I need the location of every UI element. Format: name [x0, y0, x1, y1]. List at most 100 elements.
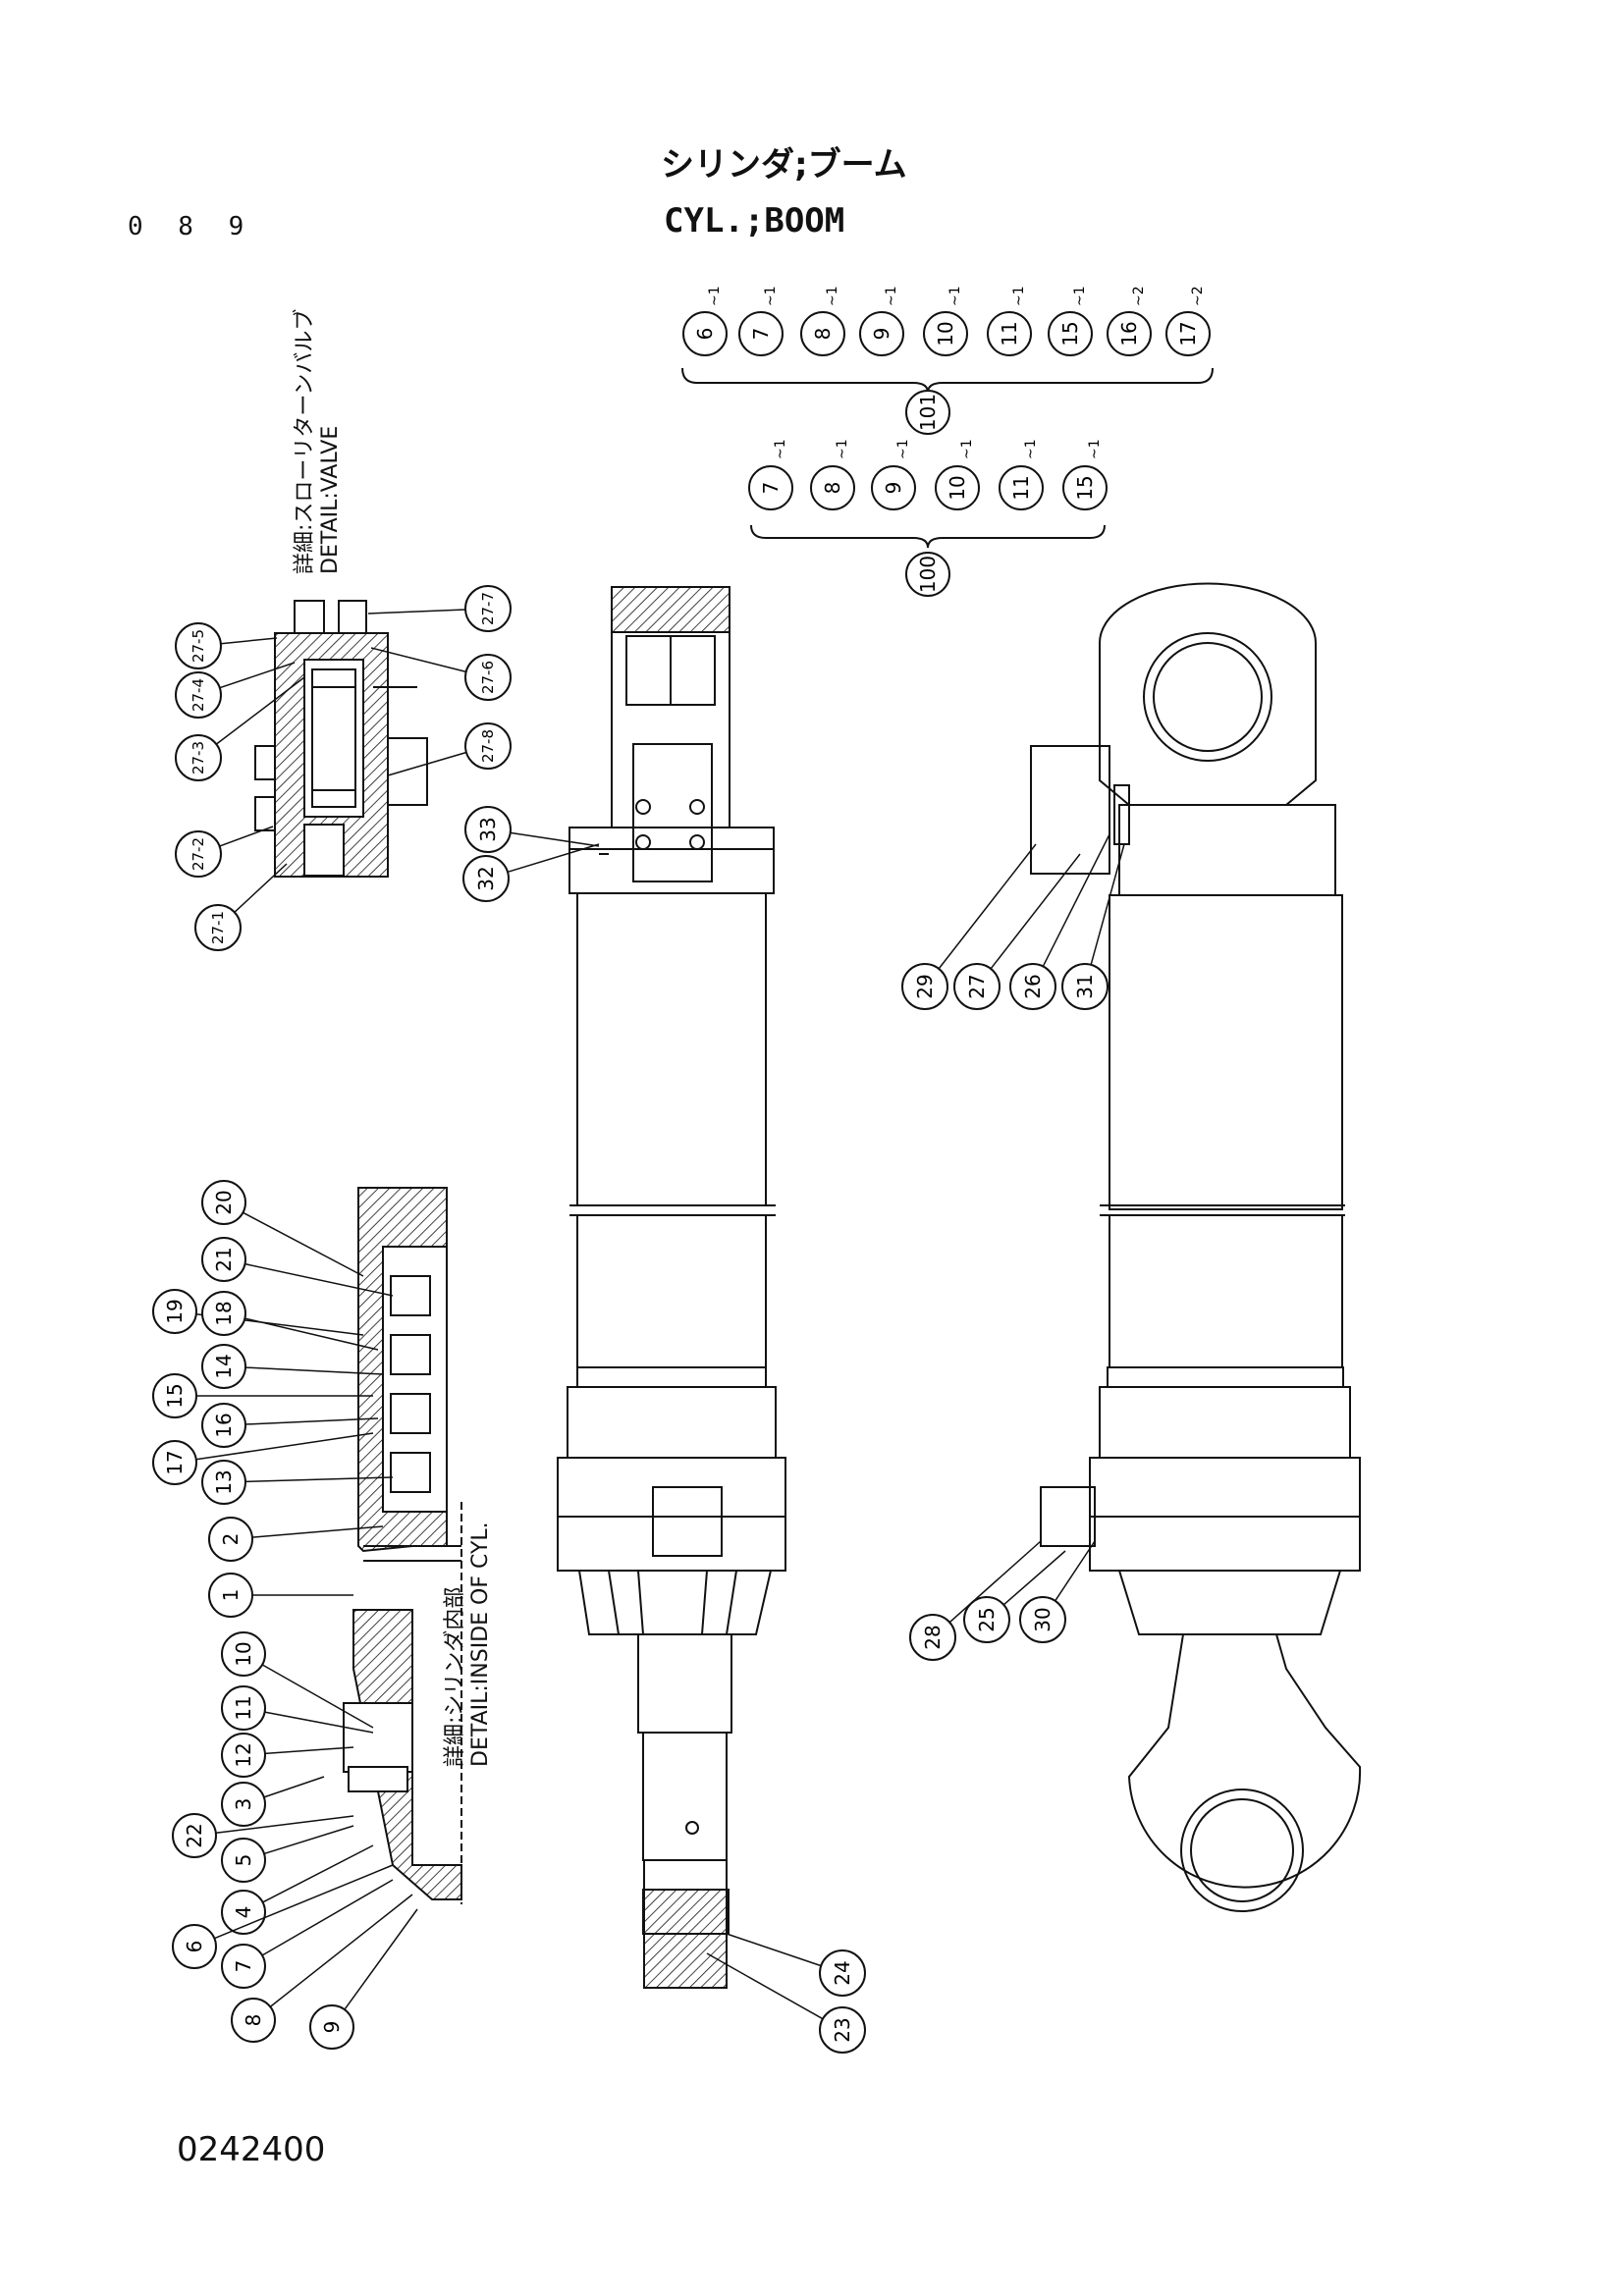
- kit100-item-10: 10: [935, 465, 980, 510]
- kit101-item-10-label: 10: [934, 321, 957, 346]
- side-callout-29-leader: [938, 843, 1037, 970]
- main-callout-23: 23: [706, 1952, 866, 2054]
- kit101-item-sup: ~1: [1011, 286, 1027, 306]
- inside-callout-19: 19: [152, 1289, 364, 1336]
- kit101-item-8-label: 8: [811, 328, 835, 341]
- valve-callout-27-5-label: 27-5: [189, 629, 207, 663]
- kit101-item-9-label: 9: [870, 328, 893, 341]
- kit100-item-11-label: 11: [1009, 475, 1033, 500]
- kit101-item-15: 15: [1048, 311, 1093, 356]
- detail-valve-label: 詳細:スローリターンバルブ DETAIL:VALVE: [293, 309, 343, 574]
- inside-callout-22-label: 22: [183, 1823, 206, 1847]
- side-callout-25: 25: [963, 1550, 1066, 1643]
- inside-callout-13-label: 13: [212, 1469, 236, 1494]
- kit100-item-9: 9: [871, 465, 916, 510]
- kit100-item-9-label: 9: [882, 482, 905, 495]
- kit101-item-11-label: 11: [998, 321, 1021, 346]
- detail-cylinder-label: 詳細:シリンダ内部 DETAIL:INSIDE OF CYL.: [443, 1522, 493, 1767]
- inside-callout-1-label: 1: [219, 1589, 243, 1602]
- valve-callout-27-4-leader: [219, 662, 296, 689]
- kit-bubbles: 6~17~18~19~110~111~115~116~217~21017~18~…: [681, 286, 1214, 597]
- inside-callout-22: 22: [172, 1813, 354, 1858]
- title-japanese: シリンダ;ブーム: [661, 145, 907, 185]
- inside-callout-5-label: 5: [232, 1854, 255, 1867]
- valve-callout-27-8-label: 27-8: [479, 729, 497, 763]
- page-number: 0 8 9: [128, 212, 254, 241]
- inside-callout-18-label: 18: [212, 1301, 236, 1325]
- kit100-item-15-label: 15: [1073, 475, 1097, 500]
- inside-callout-5: 5: [221, 1825, 354, 1883]
- kit100-label: 100: [905, 552, 950, 597]
- main-callout-33: 33: [464, 806, 600, 853]
- valve-callout-27-6-label: 27-6: [479, 661, 497, 694]
- inside-callout-16-label: 16: [212, 1413, 236, 1437]
- valve-callout-27-4-label: 27-4: [189, 678, 207, 712]
- kit101-brace: [681, 367, 1214, 394]
- inside-callout-17-label: 17: [163, 1450, 187, 1474]
- inside-callout-10-leader: [261, 1664, 374, 1729]
- inside-callout-2-leader: [251, 1525, 384, 1538]
- inside-callout-21: 21: [201, 1237, 394, 1297]
- inside-callout-10-label: 10: [232, 1641, 255, 1666]
- inside-callout-9-leader: [344, 1908, 418, 2010]
- inside-callout-2-label: 2: [219, 1533, 243, 1546]
- valve-callout-27-2-label: 27-2: [189, 837, 207, 871]
- inside-callout-21-label: 21: [212, 1247, 236, 1271]
- main-callout-23-leader: [706, 1952, 824, 2020]
- inside-callout-2: 2: [208, 1517, 384, 1562]
- inside-callout-16: 16: [201, 1403, 379, 1448]
- kit101-item-16: 16: [1107, 311, 1152, 356]
- main-callout-32-label: 32: [474, 866, 498, 890]
- kit101-item-15-label: 15: [1058, 321, 1082, 346]
- drawing-number: 0242400: [177, 2130, 326, 2169]
- inside-callout-11-leader: [264, 1711, 374, 1734]
- kit100-item-sup: ~1: [835, 439, 850, 459]
- kit101-item-10: 10: [923, 311, 968, 356]
- side-callout-26-label: 26: [1021, 974, 1045, 998]
- kit101-item-11: 11: [987, 311, 1032, 356]
- inside-callout-7-label: 7: [232, 1960, 255, 1973]
- valve-callout-27-4: 27-4: [175, 662, 296, 719]
- inside-callout-9-label: 9: [320, 2021, 344, 2034]
- inside-callout-9: 9: [309, 1908, 418, 2050]
- valve-callout-27-7-label: 27-7: [479, 592, 497, 625]
- cylinder-front-view: [557, 586, 786, 1989]
- valve-callout-27-3-leader: [215, 676, 305, 745]
- inside-callout-3-leader: [263, 1776, 325, 1798]
- side-callout-31-leader: [1090, 843, 1125, 966]
- kit101-item-16-label: 16: [1117, 321, 1141, 346]
- kit100-item-sup: ~1: [959, 439, 975, 459]
- kit101-item-sup: ~1: [947, 286, 963, 306]
- kit100-label-label: 100: [916, 556, 940, 593]
- valve-callout-27-5: 27-5: [175, 622, 278, 669]
- inside-callout-6: 6: [172, 1864, 394, 1969]
- side-callout-26: 26: [1009, 833, 1110, 1010]
- side-callout-27: 27: [953, 853, 1081, 1010]
- inside-callout-4-label: 4: [232, 1906, 255, 1919]
- main-callout-24: 24: [726, 1933, 866, 1997]
- kit100-item-sup: ~1: [895, 439, 911, 459]
- valve-callout-27-8-leader: [387, 751, 467, 776]
- inside-callout-21-leader: [244, 1262, 394, 1297]
- kit101-label: 101: [905, 390, 950, 435]
- kit101-item-17-label: 17: [1176, 321, 1200, 346]
- valve-callout-27-3: 27-3: [175, 676, 305, 781]
- valve-callout-27-1: 27-1: [194, 863, 288, 951]
- inside-callout-3: 3: [221, 1776, 325, 1827]
- valve-callout-27-6-leader: [370, 647, 466, 673]
- side-callout-28-leader: [948, 1540, 1042, 1624]
- svg-text:詳細:スローリターンバルブ: 詳細:スローリターンバルブ: [293, 309, 317, 574]
- side-callout-30-leader: [1055, 1540, 1096, 1602]
- side-callout-29-label: 29: [913, 974, 937, 998]
- side-callout-31-label: 31: [1073, 974, 1097, 998]
- valve-detail: [254, 600, 428, 878]
- side-callout-27-leader: [990, 853, 1081, 970]
- side-callout-30-label: 30: [1031, 1607, 1055, 1631]
- inside-callout-4: 4: [221, 1844, 374, 1935]
- valve-callout-27-8: 27-8: [387, 722, 512, 776]
- valve-callout-27-7-leader: [367, 609, 466, 614]
- side-callout-25-label: 25: [975, 1607, 999, 1631]
- side-callout-28: 28: [909, 1540, 1042, 1661]
- kit100-item-10-label: 10: [946, 475, 969, 500]
